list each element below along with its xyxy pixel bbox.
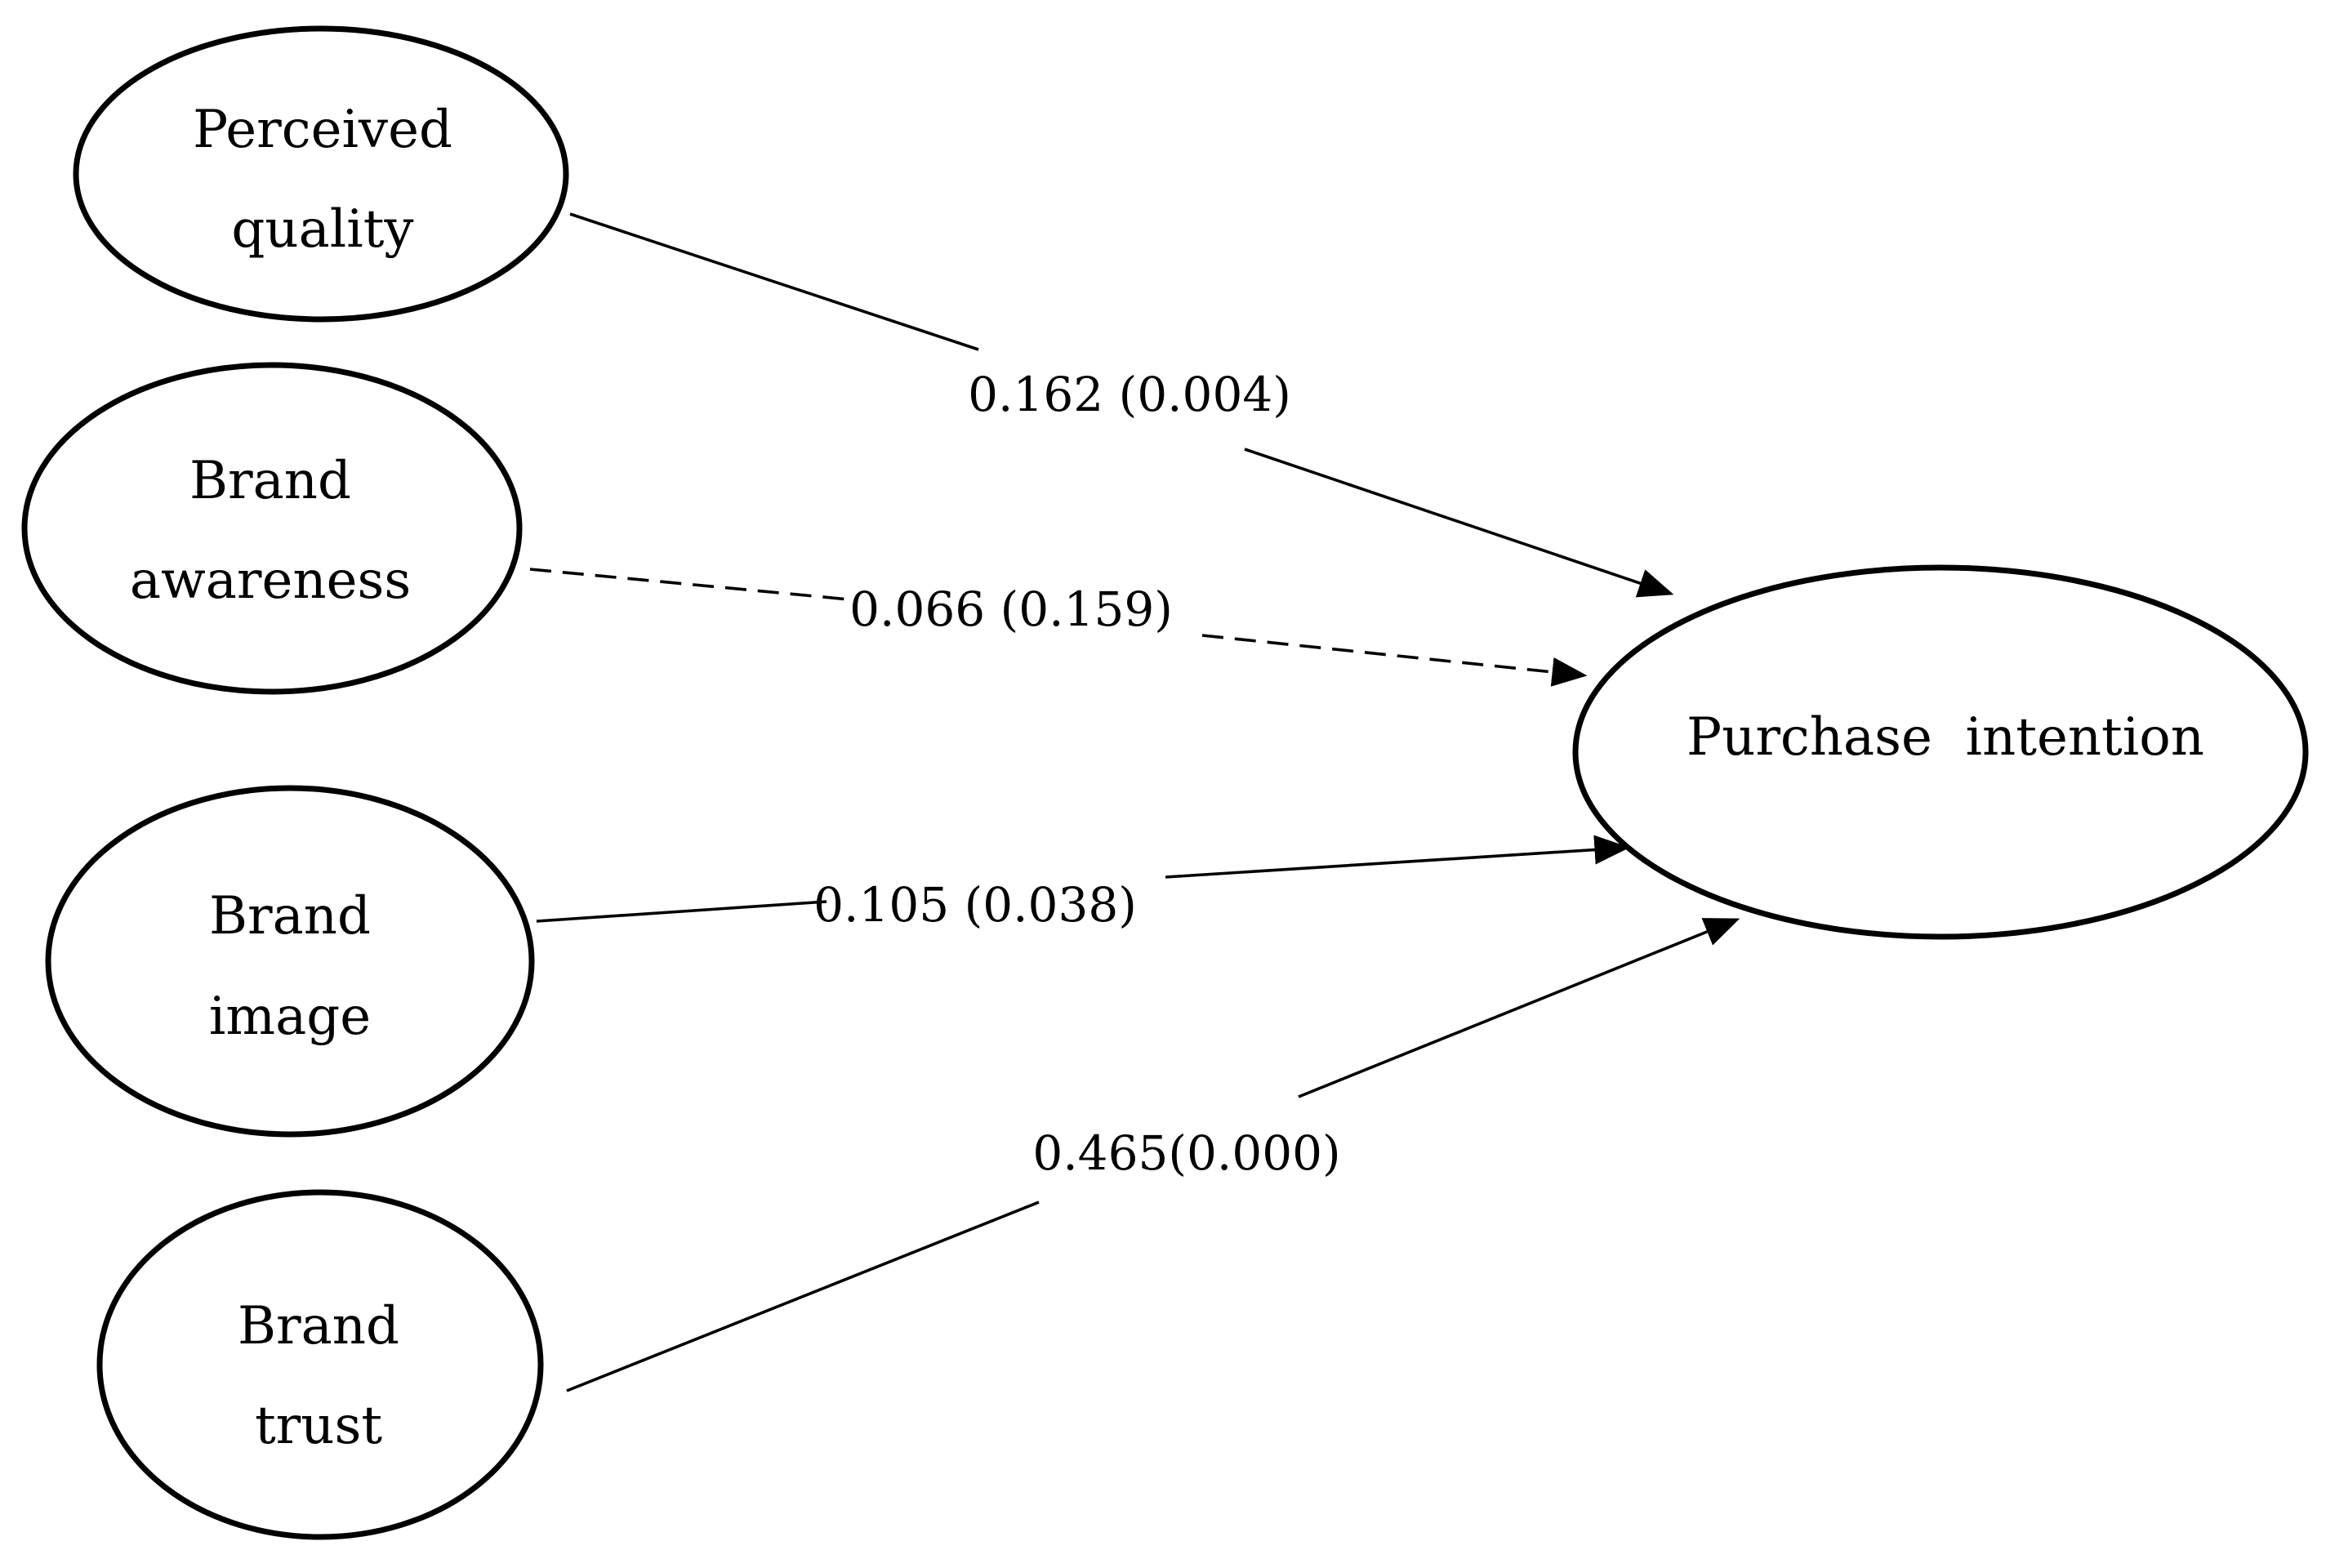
node-label-line1: Perceived: [193, 100, 452, 160]
node-brand-trust: Brand trust: [96, 1189, 544, 1540]
node-label-line2: awareness: [130, 550, 411, 611]
edge-line: [566, 1200, 1040, 1392]
edge-brand-image-to-purchase-intention: 0.105 (0.038): [536, 835, 1630, 933]
node-ellipse: [21, 362, 523, 695]
node-brand-awareness: Brand awareness: [21, 362, 523, 695]
node-label-line1: Brand: [189, 451, 351, 511]
edge-arrow-line: [1201, 634, 1588, 687]
edge-label: 0.066 (0.159): [849, 581, 1173, 637]
edge-line: [529, 568, 858, 602]
edge-arrow-line: [1298, 918, 1740, 1098]
node-ellipse: [96, 1189, 544, 1540]
node-perceived-quality: Perceived quality: [73, 25, 569, 323]
edge-perceived-quality-to-purchase-intention: 0.162 (0.004): [569, 212, 1674, 598]
node-label-line2: image: [209, 987, 371, 1047]
node-label-line1: Brand: [209, 886, 371, 947]
node-label-line2: trust: [255, 1396, 382, 1456]
edge-label: 0.105 (0.038): [813, 877, 1137, 933]
edge-line: [536, 900, 827, 923]
node-ellipse: [45, 785, 535, 1138]
edge-arrow-line: [1165, 835, 1630, 879]
node-label-line2: quality: [231, 199, 413, 260]
edge-brand-trust-to-purchase-intention: 0.465(0.000): [566, 918, 1740, 1392]
node-purchase-intention: Purchase intention: [1572, 564, 2309, 940]
node-ellipse: [1572, 564, 2309, 940]
node-brand-image: Brand image: [45, 785, 535, 1138]
edge-brand-awareness-to-purchase-intention: 0.066 (0.159): [529, 568, 1588, 687]
edge-label: 0.162 (0.004): [968, 367, 1291, 422]
edge-label: 0.465(0.000): [1032, 1125, 1340, 1181]
node-ellipse: [73, 25, 569, 323]
edge-arrow-line: [1244, 448, 1674, 598]
node-label-line1: Brand: [238, 1296, 399, 1356]
edge-line: [569, 212, 979, 351]
node-label: Purchase intention: [1687, 707, 2204, 768]
